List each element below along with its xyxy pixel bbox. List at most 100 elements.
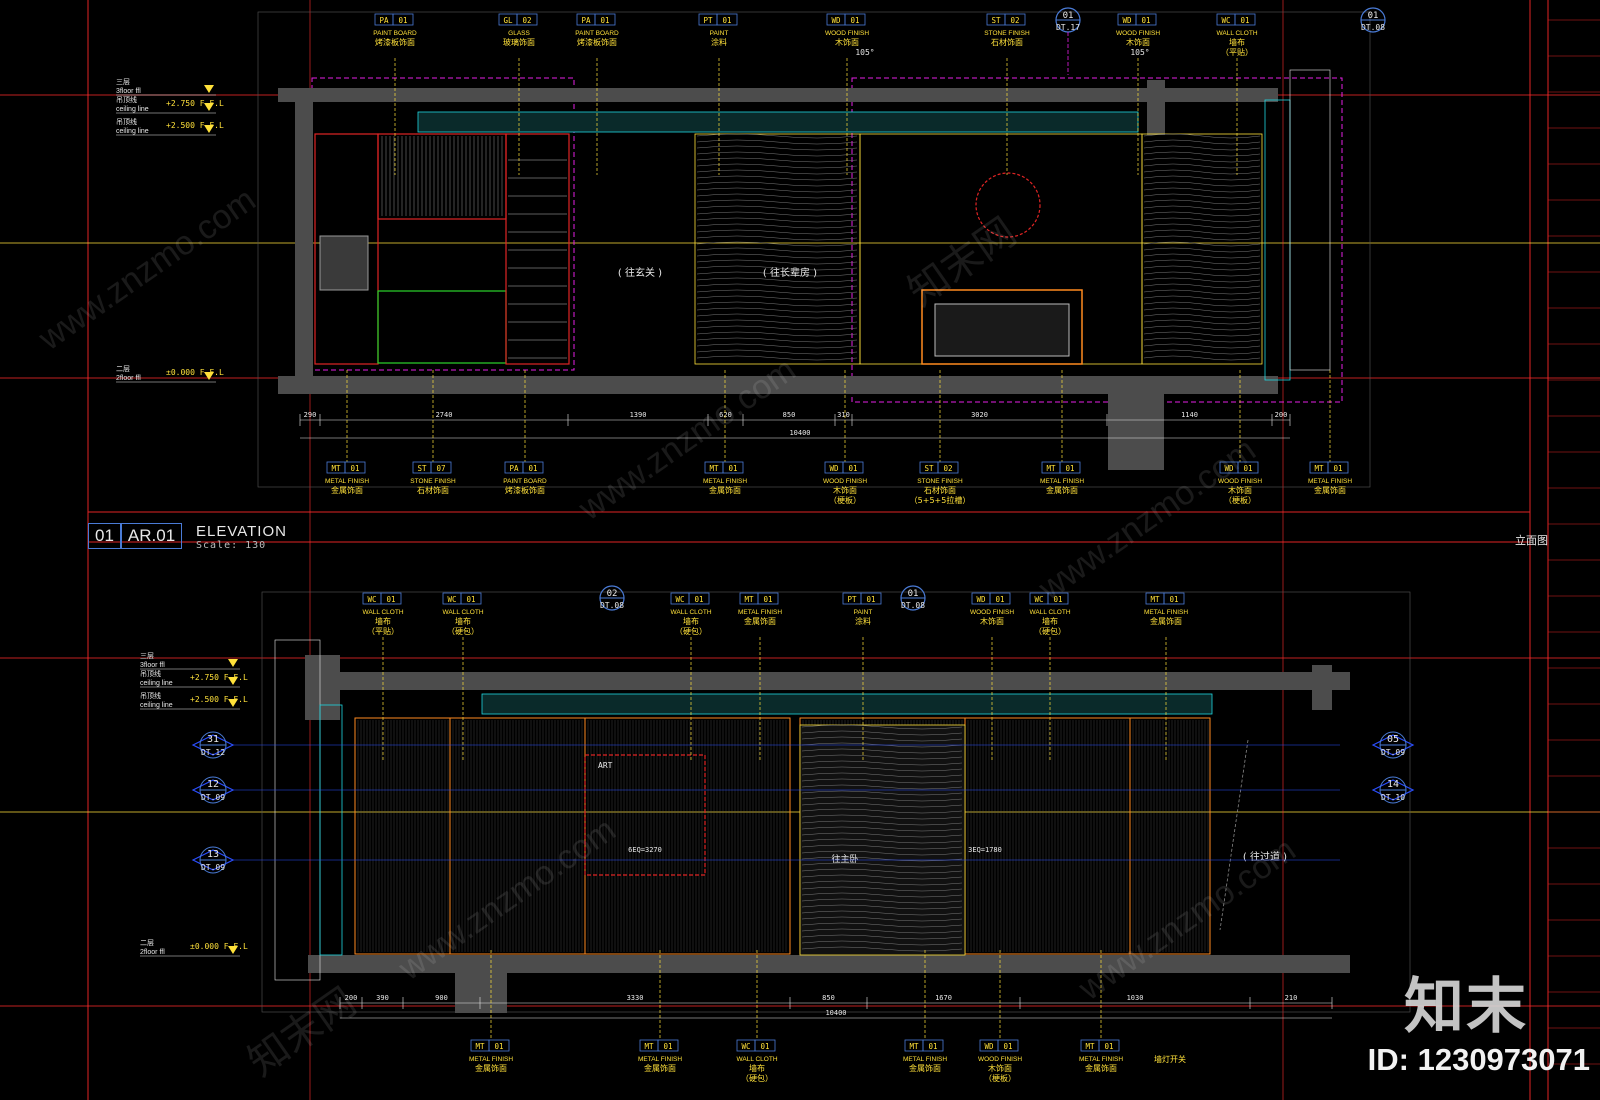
switch-note: 墙灯开关 — [1154, 1054, 1186, 1064]
tag-code: WD — [829, 464, 839, 473]
level-name: 二层 — [140, 939, 154, 947]
wallcloth-hatch — [967, 720, 1128, 952]
tag-num: 01 — [850, 16, 859, 25]
wood-grain — [1143, 277, 1261, 283]
dimension-value: 390 — [376, 994, 389, 1002]
wood-grain — [1143, 259, 1261, 265]
wood-grain — [696, 223, 858, 229]
tag-num: 01 — [1240, 16, 1249, 25]
wood-grain — [1143, 235, 1261, 241]
wood-grain — [801, 862, 963, 868]
tag-code: PA — [581, 16, 591, 25]
tag-num: 01 — [866, 595, 875, 604]
wood-grain — [1143, 181, 1261, 187]
tag-num: 01 — [1141, 16, 1150, 25]
dimension-value: 850 — [783, 411, 796, 419]
tag-cn: 烤漆板饰面 — [375, 37, 415, 47]
tag-num: 01 — [1243, 464, 1252, 473]
wood-grain — [1143, 139, 1261, 145]
wallcloth-hatch — [587, 720, 787, 952]
wood-grain — [801, 838, 963, 844]
tag-num-box — [657, 1039, 679, 1052]
art-label: ART — [598, 761, 613, 770]
wood-grain — [696, 157, 858, 163]
tag-code: WD — [1122, 16, 1132, 25]
level-name: 二层 — [116, 365, 130, 373]
viewport-frame — [257, 11, 1371, 488]
wood-grain — [1143, 301, 1261, 307]
callout-marker — [1371, 779, 1415, 801]
door-note: 往主卧 — [831, 853, 858, 865]
level-value: ±0.000 F.F.L — [166, 368, 224, 377]
tag-num-box — [1004, 13, 1026, 26]
ceiling-slab — [308, 672, 1350, 690]
wood-grain — [1143, 319, 1261, 325]
wood-grain — [696, 301, 858, 307]
tag-num-box — [937, 461, 959, 474]
tag-num: 02 — [522, 16, 531, 25]
tag-cn: 金属饰面 — [1085, 1063, 1117, 1073]
tag-num-box — [1234, 13, 1256, 26]
drawing-number: 01 — [88, 523, 121, 549]
drawing-scale: Scale: 130 — [196, 540, 267, 551]
wood-grain — [1143, 223, 1261, 229]
level-value: +2.750 F.F.L — [166, 99, 224, 108]
wood-grain — [1143, 145, 1261, 151]
tag-cn: 石材饰面 — [991, 37, 1023, 47]
wood-grain — [801, 934, 963, 940]
ceiling-slab — [278, 88, 1278, 102]
column-top — [1147, 80, 1165, 135]
image-id: ID: 1230973071 — [1367, 1042, 1590, 1077]
wood-grain — [1143, 157, 1261, 163]
tag-num: 01 — [728, 464, 737, 473]
tag-cn: 玻璃饰面 — [503, 37, 535, 47]
wood-grain — [801, 796, 963, 802]
round-feature — [975, 172, 1041, 238]
fireplace-opening — [934, 303, 1070, 357]
wood-grain — [1143, 355, 1261, 361]
drawing-title-block: 01 AR.01 — [88, 523, 183, 549]
wood-grain — [696, 337, 858, 343]
callout-number: 01 — [1063, 11, 1074, 21]
tag-en: METAL FINISH — [638, 1056, 682, 1063]
tag-en: METAL FINISH — [703, 478, 747, 485]
tag-code: MT — [1046, 464, 1056, 473]
level-name: 吊顶线 — [140, 691, 161, 700]
tag-code: ST — [924, 464, 934, 473]
wood-grain — [801, 808, 963, 814]
tag-num: 01 — [1065, 464, 1074, 473]
tag-en: METAL FINISH — [1040, 478, 1084, 485]
dimension-value: 210 — [1285, 994, 1298, 1002]
wood-grain — [801, 832, 963, 838]
level-sub: ceiling line — [140, 702, 173, 709]
tag-num: 01 — [386, 595, 395, 604]
tag-cn: 木饰面 — [833, 485, 857, 495]
tag-en: METAL FINISH — [325, 478, 369, 485]
dimension-value: 2740 — [436, 411, 453, 419]
tag-num: 01 — [1003, 1042, 1012, 1051]
wood-grain — [801, 820, 963, 826]
wood-grain — [1143, 307, 1261, 313]
callout-number: 01 — [1368, 11, 1379, 21]
wood-grain — [801, 880, 963, 886]
direction-note: ( 往长辈房 ) — [763, 266, 817, 279]
wood-grain — [696, 199, 858, 205]
tag-en: METAL FINISH — [738, 609, 782, 616]
tag-en: WALL CLOTH — [442, 609, 483, 616]
tag-cn: 石材饰面 — [924, 485, 956, 495]
tag-en: GLASS — [508, 30, 530, 37]
wallcloth-hatch — [452, 720, 583, 952]
tag-en: WOOD FINISH — [1116, 30, 1160, 37]
